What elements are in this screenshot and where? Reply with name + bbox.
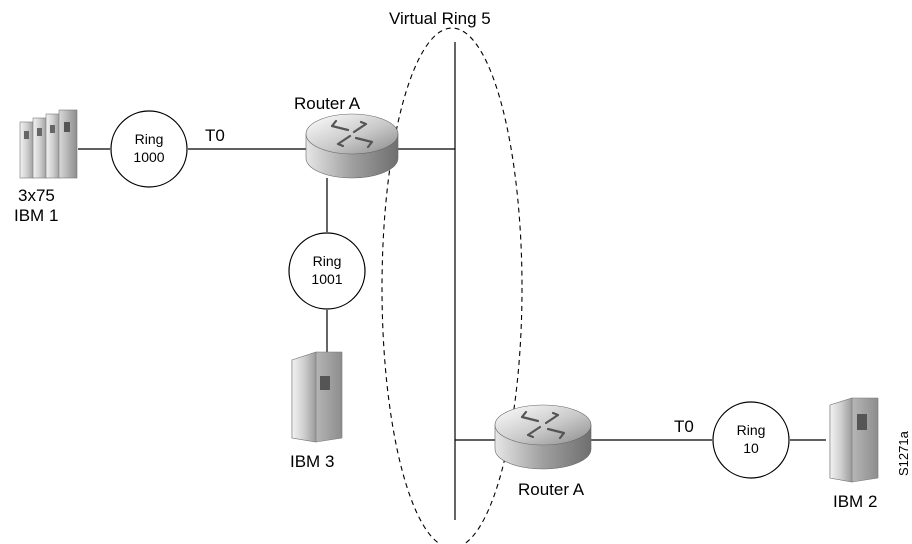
ibm1-mainframe-icon bbox=[19, 109, 78, 179]
router-a-top-icon bbox=[305, 113, 399, 179]
router-a-bottom-icon bbox=[494, 404, 592, 470]
ibm1-label: IBM 1 bbox=[14, 206, 58, 225]
ring-1000-label-top: Ring bbox=[135, 131, 164, 147]
ibm1-model-label: 3x75 bbox=[18, 186, 55, 205]
ring-1001-label-top: Ring bbox=[313, 253, 342, 269]
virtual-ring-ellipse bbox=[381, 27, 523, 544]
ibm2-server-icon bbox=[829, 397, 879, 483]
ibm3-label: IBM 3 bbox=[290, 452, 334, 471]
ibm2-label: IBM 2 bbox=[833, 492, 877, 511]
link-t0-label-bottom: T0 bbox=[674, 417, 694, 436]
ring-10 bbox=[712, 401, 790, 479]
figure-id: S1271a bbox=[896, 430, 911, 476]
ring-10-label-top: Ring bbox=[737, 422, 766, 438]
ring-10-label-bottom: 10 bbox=[743, 440, 759, 456]
ring-1000-label-bottom: 1000 bbox=[133, 149, 164, 165]
virtual-ring-label: Virtual Ring 5 bbox=[389, 9, 491, 28]
link-t0-label-top: T0 bbox=[205, 126, 225, 145]
ring-1000 bbox=[110, 110, 188, 188]
ring-1001 bbox=[288, 232, 366, 310]
router-a-bottom-label: Router A bbox=[518, 480, 585, 499]
ring-1001-label-bottom: 1001 bbox=[311, 271, 342, 287]
ibm3-server-icon bbox=[291, 351, 343, 443]
router-a-top-label: Router A bbox=[294, 94, 361, 113]
connections bbox=[78, 42, 826, 520]
